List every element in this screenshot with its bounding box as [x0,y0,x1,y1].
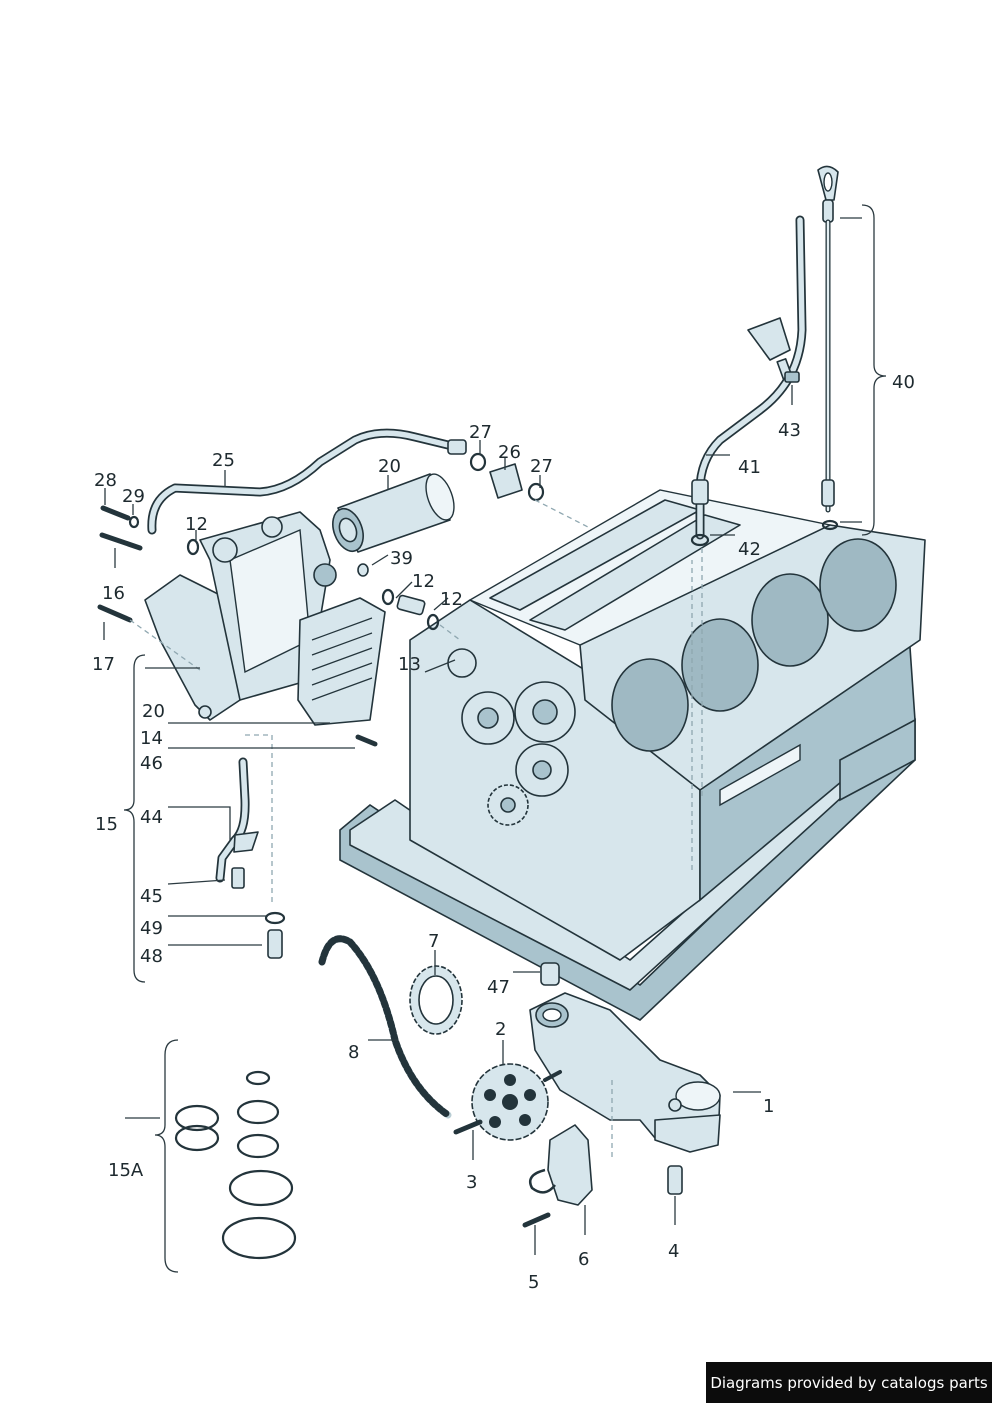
callout-25: 25 [212,450,235,471]
callout-16: 16 [102,583,125,604]
engine-block [339,489,926,1021]
group-braces [123,204,887,1273]
callout-12-a: 12 [185,514,208,535]
oil-pump-sprocket [453,1063,549,1141]
callout-20-a: 20 [378,456,401,477]
callout-5: 5 [528,1272,539,1293]
callout-29: 29 [122,486,145,507]
callout-26: 26 [498,442,521,463]
dipstick-guide-tube [690,215,807,547]
callout-15a: 15A [108,1160,144,1181]
attribution-footer: Diagrams provided by catalogs parts [706,1362,992,1403]
callout-42: 42 [738,539,761,560]
callout-8: 8 [348,1042,359,1063]
callout-14: 14 [140,728,163,749]
callout-6: 6 [578,1249,589,1270]
callout-28: 28 [94,470,117,491]
callout-46: 46 [140,753,163,774]
callout-43: 43 [778,420,801,441]
callout-44: 44 [140,807,163,828]
callout-1: 1 [763,1096,774,1117]
fasteners-top-left [97,505,440,747]
callout-labels: 1 2 3 4 5 6 7 8 12 12 12 13 14 15 15A 16… [92,372,915,1293]
attribution-text: Diagrams provided by catalogs parts [710,1373,988,1392]
callout-40: 40 [892,372,915,393]
callout-15: 15 [95,814,118,835]
callout-12-b: 12 [412,571,435,592]
chain-tensioner [522,1124,593,1228]
callout-2: 2 [495,1019,506,1040]
callout-17: 17 [92,654,115,675]
o-ring-set [174,1070,297,1260]
crank-sprocket [409,965,463,1035]
breather-hose [147,428,545,535]
callout-4: 4 [668,1241,679,1262]
oil-pump [529,992,721,1195]
callout-27-a: 27 [469,422,492,443]
callout-45: 45 [140,886,163,907]
callout-49: 49 [140,918,163,939]
oil-filter-housing [144,511,386,726]
callout-47: 47 [487,977,510,998]
callout-12-c: 12 [440,589,463,610]
callout-41: 41 [738,457,761,478]
callout-27-b: 27 [530,456,553,477]
callout-48: 48 [140,946,163,967]
assembly-dash-lines [129,499,703,1160]
callout-7: 7 [428,931,439,952]
leader-lines [103,217,862,1255]
callout-3: 3 [466,1172,477,1193]
spacer-sleeve [540,962,560,986]
callout-13: 13 [398,654,421,675]
oil-return-pipe [215,757,286,959]
callout-20-b: 20 [142,701,165,722]
callout-39: 39 [390,548,413,569]
oil-filter [332,473,455,553]
drive-chain [318,935,452,1119]
dipstick [817,165,839,531]
